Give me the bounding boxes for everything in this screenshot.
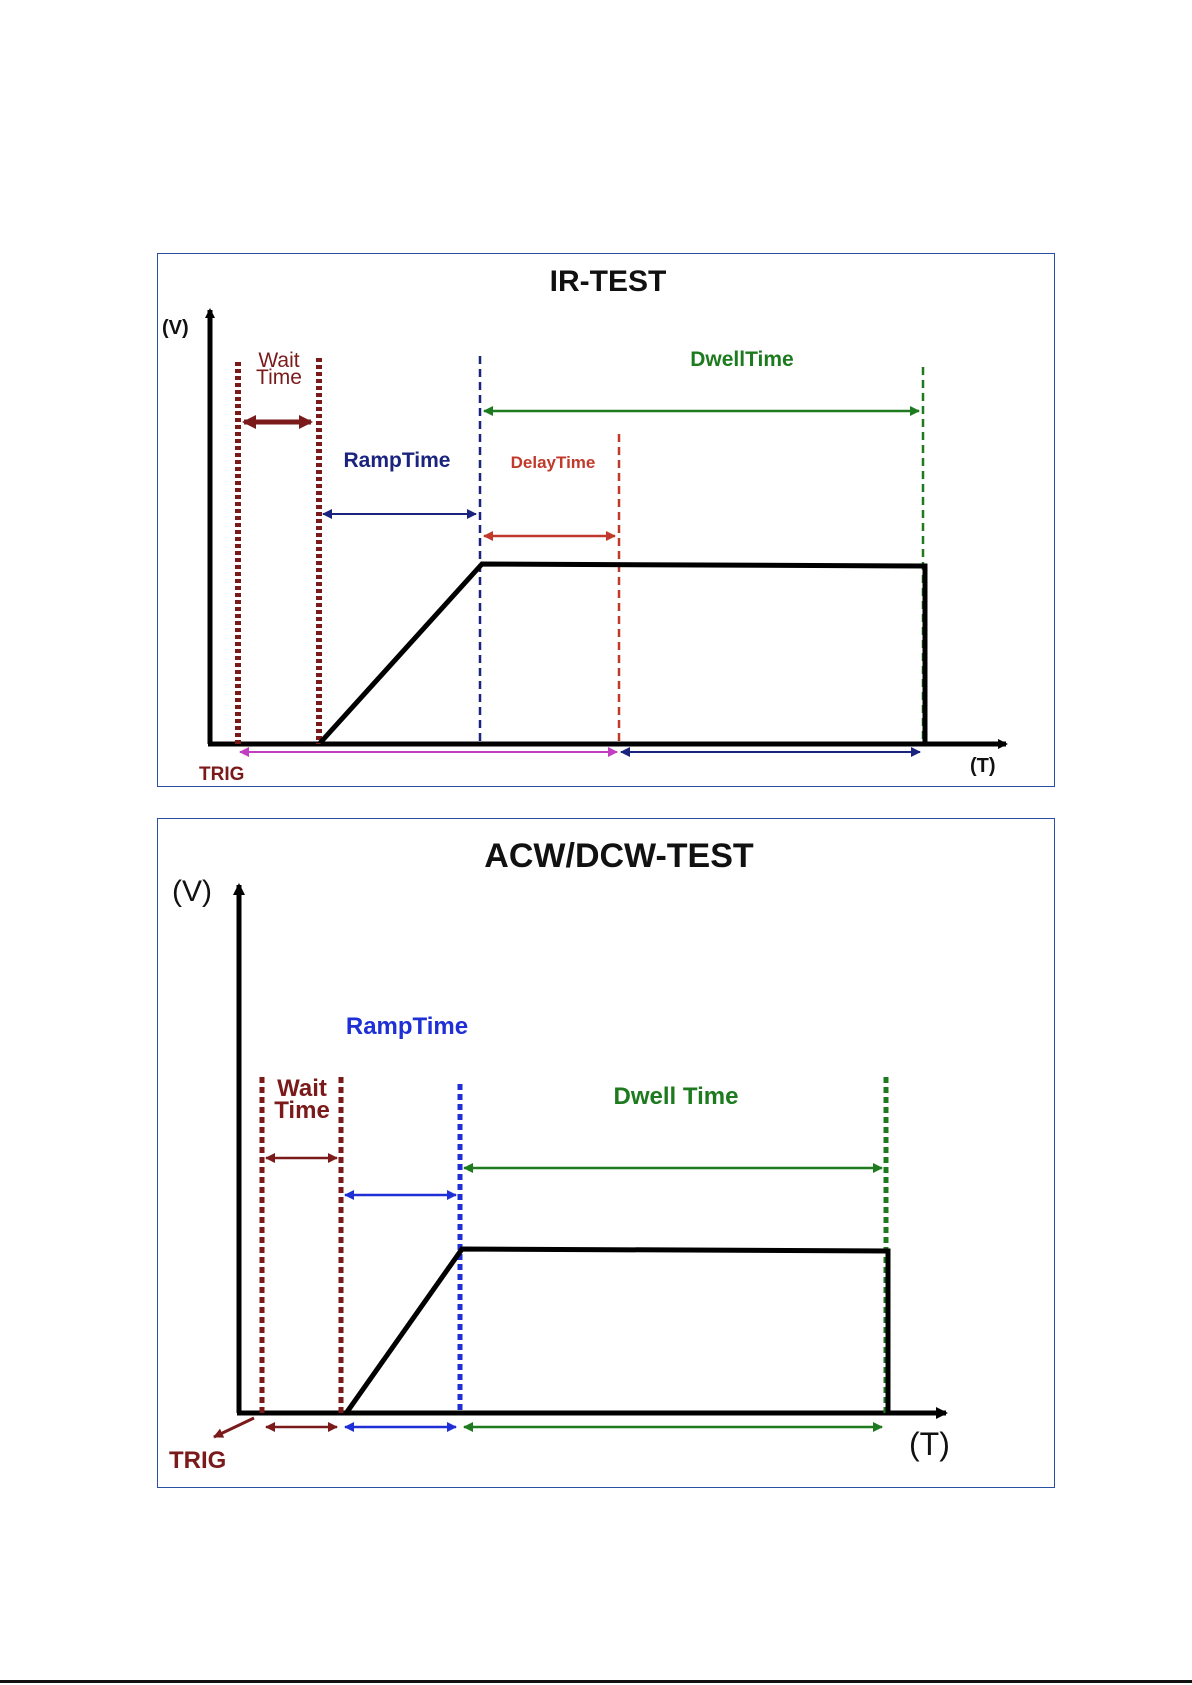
ir-ramp-label: RampTime [344, 449, 451, 472]
acw-title: ACW/DCW-TEST [484, 837, 754, 875]
acw-trig-arrow [214, 1418, 254, 1437]
acw-y-axis-label: (V) [172, 875, 212, 908]
ir-title: IR-TEST [550, 265, 667, 298]
ir-trig-label: TRIG [199, 764, 244, 785]
acw-voltage-waveform [347, 1249, 888, 1413]
ir-y-axis-label: (V) [162, 317, 189, 339]
ir-x-axis-label: (T) [970, 755, 996, 777]
ir-test-diagram: IR-TEST (V) (T) Wait Time RampTime Delay… [158, 254, 1056, 788]
ir-wait-label-line2: Time [256, 366, 302, 389]
ir-dwell-label: DwellTime [690, 348, 793, 371]
acw-dcw-test-panel: ACW/DCW-TEST (V) (T) Wait Time RampTime … [157, 818, 1055, 1488]
acw-dwell-label: Dwell Time [614, 1083, 739, 1110]
ir-test-panel: IR-TEST (V) (T) Wait Time RampTime Delay… [157, 253, 1055, 787]
acw-dcw-test-diagram: ACW/DCW-TEST (V) (T) Wait Time RampTime … [158, 819, 1056, 1489]
page-bottom-rule [0, 1680, 1192, 1683]
acw-trig-label: TRIG [169, 1447, 226, 1474]
acw-ramp-label: RampTime [346, 1013, 468, 1040]
acw-x-axis-label: (T) [909, 1426, 950, 1462]
ir-voltage-waveform [320, 564, 925, 744]
acw-wait-label-line2: Time [274, 1097, 330, 1124]
ir-delay-label: DelayTime [511, 453, 596, 472]
